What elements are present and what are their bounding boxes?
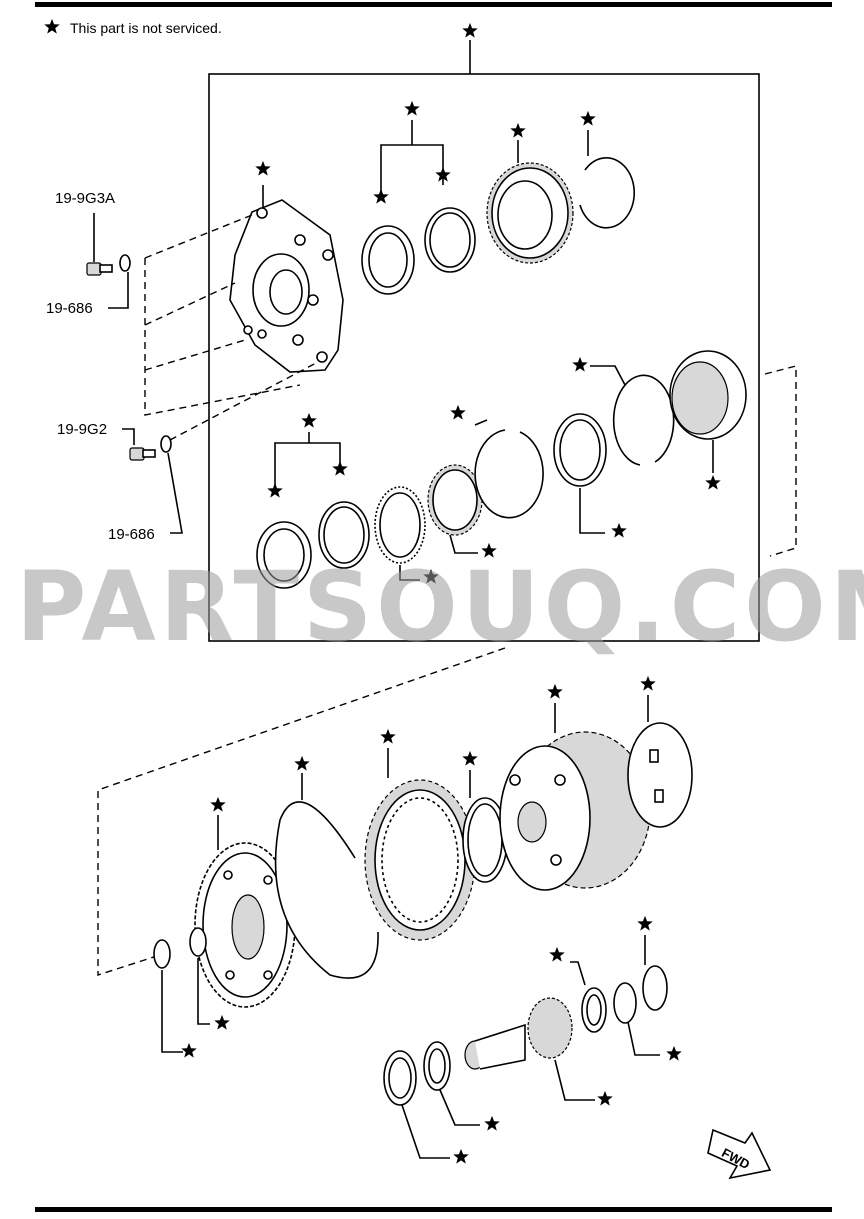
snap-ring-right-star-icon [572,356,588,372]
washer-d-star-icon [666,1045,682,1061]
washer-g-leader [439,1089,480,1126]
thrust-plate [627,722,693,828]
snap-ring-large [274,801,379,979]
proj-line [144,339,246,371]
bearing-ring [374,486,426,564]
bracket-lower [274,442,341,486]
ring-f [462,797,508,883]
washer-upper [119,254,131,272]
ring-f-star-icon [462,750,478,766]
front-carrier-plate [194,842,296,1008]
snap-ring-right [612,374,675,466]
washer-e-star-icon [637,915,653,931]
gear-ring [486,162,574,264]
bolt-upper [86,262,113,276]
proj-line [144,282,236,326]
snap-ring-right-leader [590,365,626,386]
ring-e-star-icon [611,522,627,538]
washer-lower-callout: 19-686 [108,526,155,543]
group-star-icon [462,22,478,38]
legend-text: This part is not serviced. [70,20,222,36]
ring-a-star-icon [373,188,389,204]
ring-e [553,413,607,487]
washer-a-leader [161,970,183,1053]
bracket-lower-star-icon [301,412,317,428]
snap-ring-mid [474,429,544,519]
snap-ring-mid-star-icon [450,404,466,420]
snap-ring-upper-star-icon [580,110,596,126]
ring-a [361,225,415,295]
ring-e-leader [579,488,605,534]
legend-star-icon [44,18,60,34]
ring-c [256,521,312,589]
washer-lower-leader [167,452,183,534]
bearing-ring-leader [399,565,420,581]
washer-c-leader [570,961,586,986]
washer-e [642,965,668,1011]
ring-c-star-icon [267,482,283,498]
ring-gear-star-icon [380,728,396,744]
washer-d [613,982,637,1024]
washer-a-star-icon [181,1042,197,1058]
washer-b [189,927,207,957]
shaft-leader [554,1059,595,1101]
washer-lower [160,435,172,453]
washer-d-leader [627,1021,660,1056]
ring-d [318,501,370,569]
bolt-upper-callout: 19-9G3A [55,190,115,207]
bottom-border [35,1207,832,1212]
washer-c [581,987,607,1033]
output-shaft [464,997,573,1070]
bolt-lower [129,447,156,461]
washer-g-star-icon [484,1115,500,1131]
legend: This part is not serviced. [44,18,222,36]
bolt-lower-callout: 19-9G2 [57,421,107,438]
assembly-group-box [208,73,760,642]
ring-b [424,207,476,273]
washer-f-star-icon [453,1148,469,1164]
washer-b-star-icon [214,1014,230,1030]
bracket-upper [380,144,444,200]
top-border [35,2,832,7]
washer-g [423,1041,451,1091]
snap-ring-mid-leader [474,419,488,426]
snap-ring-large-star-icon [294,755,310,771]
proj-line [144,214,253,259]
bracket-upper-star-icon [404,100,420,116]
washer-c-star-icon [549,946,565,962]
shaft-star-icon [597,1090,613,1106]
washer-b-leader [197,958,210,1025]
front-carrier-plate-star-icon [210,796,226,812]
ring-gear [364,779,476,941]
ring-d-star-icon [332,460,348,476]
gear-small-leader [449,534,478,554]
proj-line [169,361,319,441]
proj-line-right [764,365,797,557]
washer-f-leader [401,1104,450,1159]
planetary-carrier-drum [499,731,651,891]
needle-bearing-star-icon [705,474,721,490]
thrust-plate-star-icon [640,675,656,691]
plate-star-icon [255,160,271,176]
washer-f [383,1050,417,1106]
proj-line [144,258,301,416]
drum-star-icon [547,683,563,699]
snap-ring-upper [579,157,636,229]
fwd-arrow-icon: FWD [707,1128,772,1180]
washer-a [153,939,171,969]
washer-upper-callout: 19-686 [46,300,93,317]
washer-upper-leader [108,272,129,309]
bolt-lower-leader [122,428,135,445]
gear-small [427,464,483,536]
needle-bearing [669,350,747,440]
proj-line-lower [97,647,506,976]
gear-ring-star-icon [510,122,526,138]
extension-housing-plate [229,199,344,373]
watermark: PARTSOUQ.COM [16,551,864,663]
